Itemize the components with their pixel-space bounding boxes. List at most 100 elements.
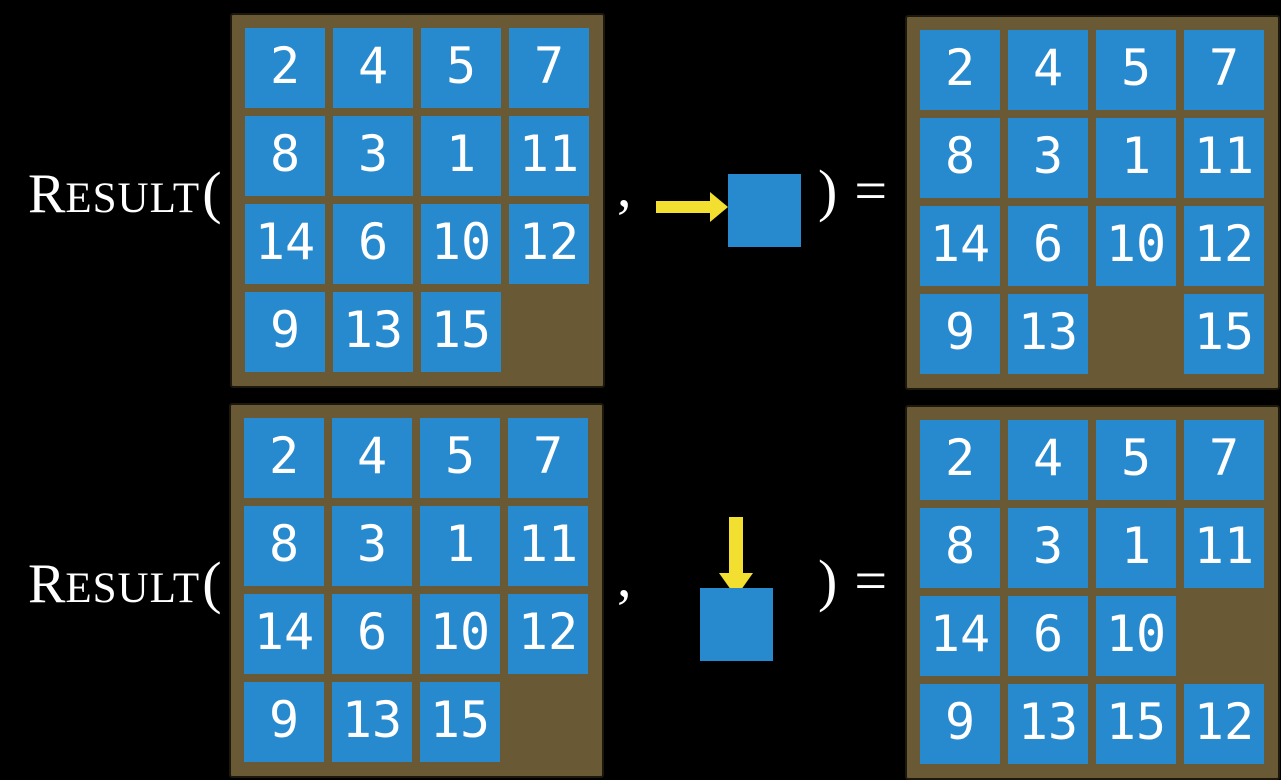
puzzle-tile: 7 — [509, 28, 589, 108]
puzzle-tile: 15 — [1096, 684, 1176, 764]
tile-number: 14 — [929, 215, 991, 273]
puzzle-tile: 4 — [1008, 30, 1088, 110]
tile-number: 2 — [944, 429, 976, 487]
tile-number: 2 — [944, 39, 976, 97]
move-tile-square — [728, 174, 801, 247]
tile-number: 4 — [1032, 429, 1064, 487]
puzzle-tile: 5 — [420, 418, 500, 498]
tile-number: 7 — [1208, 429, 1240, 487]
tile-number: 2 — [269, 37, 301, 95]
puzzle-tile: 11 — [1184, 508, 1264, 588]
equals-sign: = — [854, 158, 888, 223]
function-name-rest: ESULT — [65, 565, 201, 612]
puzzle-tile: 15 — [421, 292, 501, 372]
tile-number: 15 — [1193, 303, 1255, 361]
tile-number: 8 — [944, 517, 976, 575]
puzzle-tile: 6 — [1008, 596, 1088, 676]
tile-number: 10 — [430, 213, 492, 271]
tile-number: 4 — [1032, 39, 1064, 97]
tile-number: 6 — [356, 603, 388, 661]
comma-separator: , — [617, 154, 632, 219]
tile-number: 14 — [253, 603, 315, 661]
puzzle-tile: 11 — [509, 116, 589, 196]
puzzle-tile: 5 — [421, 28, 501, 108]
tile-number: 13 — [1017, 693, 1079, 751]
puzzle-tile: 5 — [1096, 420, 1176, 500]
function-name-rest: ESULT — [65, 175, 201, 222]
puzzle-tile: 1 — [1096, 508, 1176, 588]
puzzle-tile: 2 — [920, 420, 1000, 500]
puzzle-tile: 10 — [1096, 596, 1176, 676]
tile-number: 3 — [357, 125, 389, 183]
tile-number: 5 — [444, 427, 476, 485]
puzzle-tile: 8 — [920, 118, 1000, 198]
close-paren-equals: ) = — [818, 552, 887, 610]
puzzle-tile: 7 — [1184, 30, 1264, 110]
empty-cell — [1184, 596, 1264, 676]
tile-number: 6 — [1032, 215, 1064, 273]
tile-number: 7 — [532, 427, 564, 485]
tile-number: 12 — [518, 213, 580, 271]
open-paren: ( — [202, 160, 222, 225]
puzzle-tile: 13 — [1008, 684, 1088, 764]
puzzle-tile: 5 — [1096, 30, 1176, 110]
puzzle-tile: 13 — [1008, 294, 1088, 374]
puzzle-tile: 15 — [420, 682, 500, 762]
tile-number: 9 — [944, 303, 976, 361]
puzzle-tile: 4 — [332, 418, 412, 498]
puzzle-tile: 11 — [508, 506, 588, 586]
tile-number: 13 — [1017, 303, 1079, 361]
puzzle-tile: 12 — [1184, 206, 1264, 286]
puzzle-tile: 2 — [245, 28, 325, 108]
puzzle-tile: 3 — [1008, 118, 1088, 198]
down-arrow-icon — [719, 517, 753, 597]
move-tile-square — [700, 588, 773, 661]
empty-cell — [1096, 294, 1176, 374]
tile-number: 3 — [356, 515, 388, 573]
puzzle-tile: 4 — [1008, 420, 1088, 500]
tile-number: 5 — [1120, 39, 1152, 97]
function-name-initial: R — [28, 553, 66, 615]
equals-sign: = — [854, 548, 888, 613]
tile-number: 10 — [1105, 605, 1167, 663]
tile-number: 11 — [1193, 127, 1255, 185]
puzzle-tile: 3 — [332, 506, 412, 586]
tile-number: 12 — [1193, 215, 1255, 273]
puzzle-tile: 1 — [1096, 118, 1176, 198]
tile-number: 5 — [1120, 429, 1152, 487]
puzzle-tile: 13 — [333, 292, 413, 372]
tile-number: 6 — [357, 213, 389, 271]
tile-number: 12 — [517, 603, 579, 661]
puzzle-tile: 9 — [920, 294, 1000, 374]
puzzle-tile: 2 — [244, 418, 324, 498]
puzzle-tile: 1 — [420, 506, 500, 586]
empty-cell — [508, 682, 588, 762]
puzzle-tile: 12 — [508, 594, 588, 674]
close-paren: ) — [818, 548, 838, 613]
puzzle-tile: 14 — [245, 204, 325, 284]
puzzle-tile: 12 — [509, 204, 589, 284]
tile-number: 15 — [430, 301, 492, 359]
tile-number: 2 — [268, 427, 300, 485]
tile-number: 1 — [1120, 127, 1152, 185]
tile-number: 10 — [429, 603, 491, 661]
tile-number: 4 — [357, 37, 389, 95]
tile-number: 15 — [429, 691, 491, 749]
puzzle-tile: 8 — [245, 116, 325, 196]
tile-number: 8 — [269, 125, 301, 183]
result-function-label: R ESULT ( — [28, 550, 222, 615]
puzzle-tile: 14 — [920, 596, 1000, 676]
tile-number: 3 — [1032, 127, 1064, 185]
puzzle-tile: 9 — [920, 684, 1000, 764]
puzzle-tile: 3 — [1008, 508, 1088, 588]
puzzle-tile: 8 — [920, 508, 1000, 588]
tile-number: 9 — [944, 693, 976, 751]
open-paren: ( — [202, 550, 222, 615]
puzzle-tile: 10 — [1096, 206, 1176, 286]
tile-number: 13 — [342, 301, 404, 359]
tile-number: 5 — [445, 37, 477, 95]
puzzle-tile: 7 — [508, 418, 588, 498]
